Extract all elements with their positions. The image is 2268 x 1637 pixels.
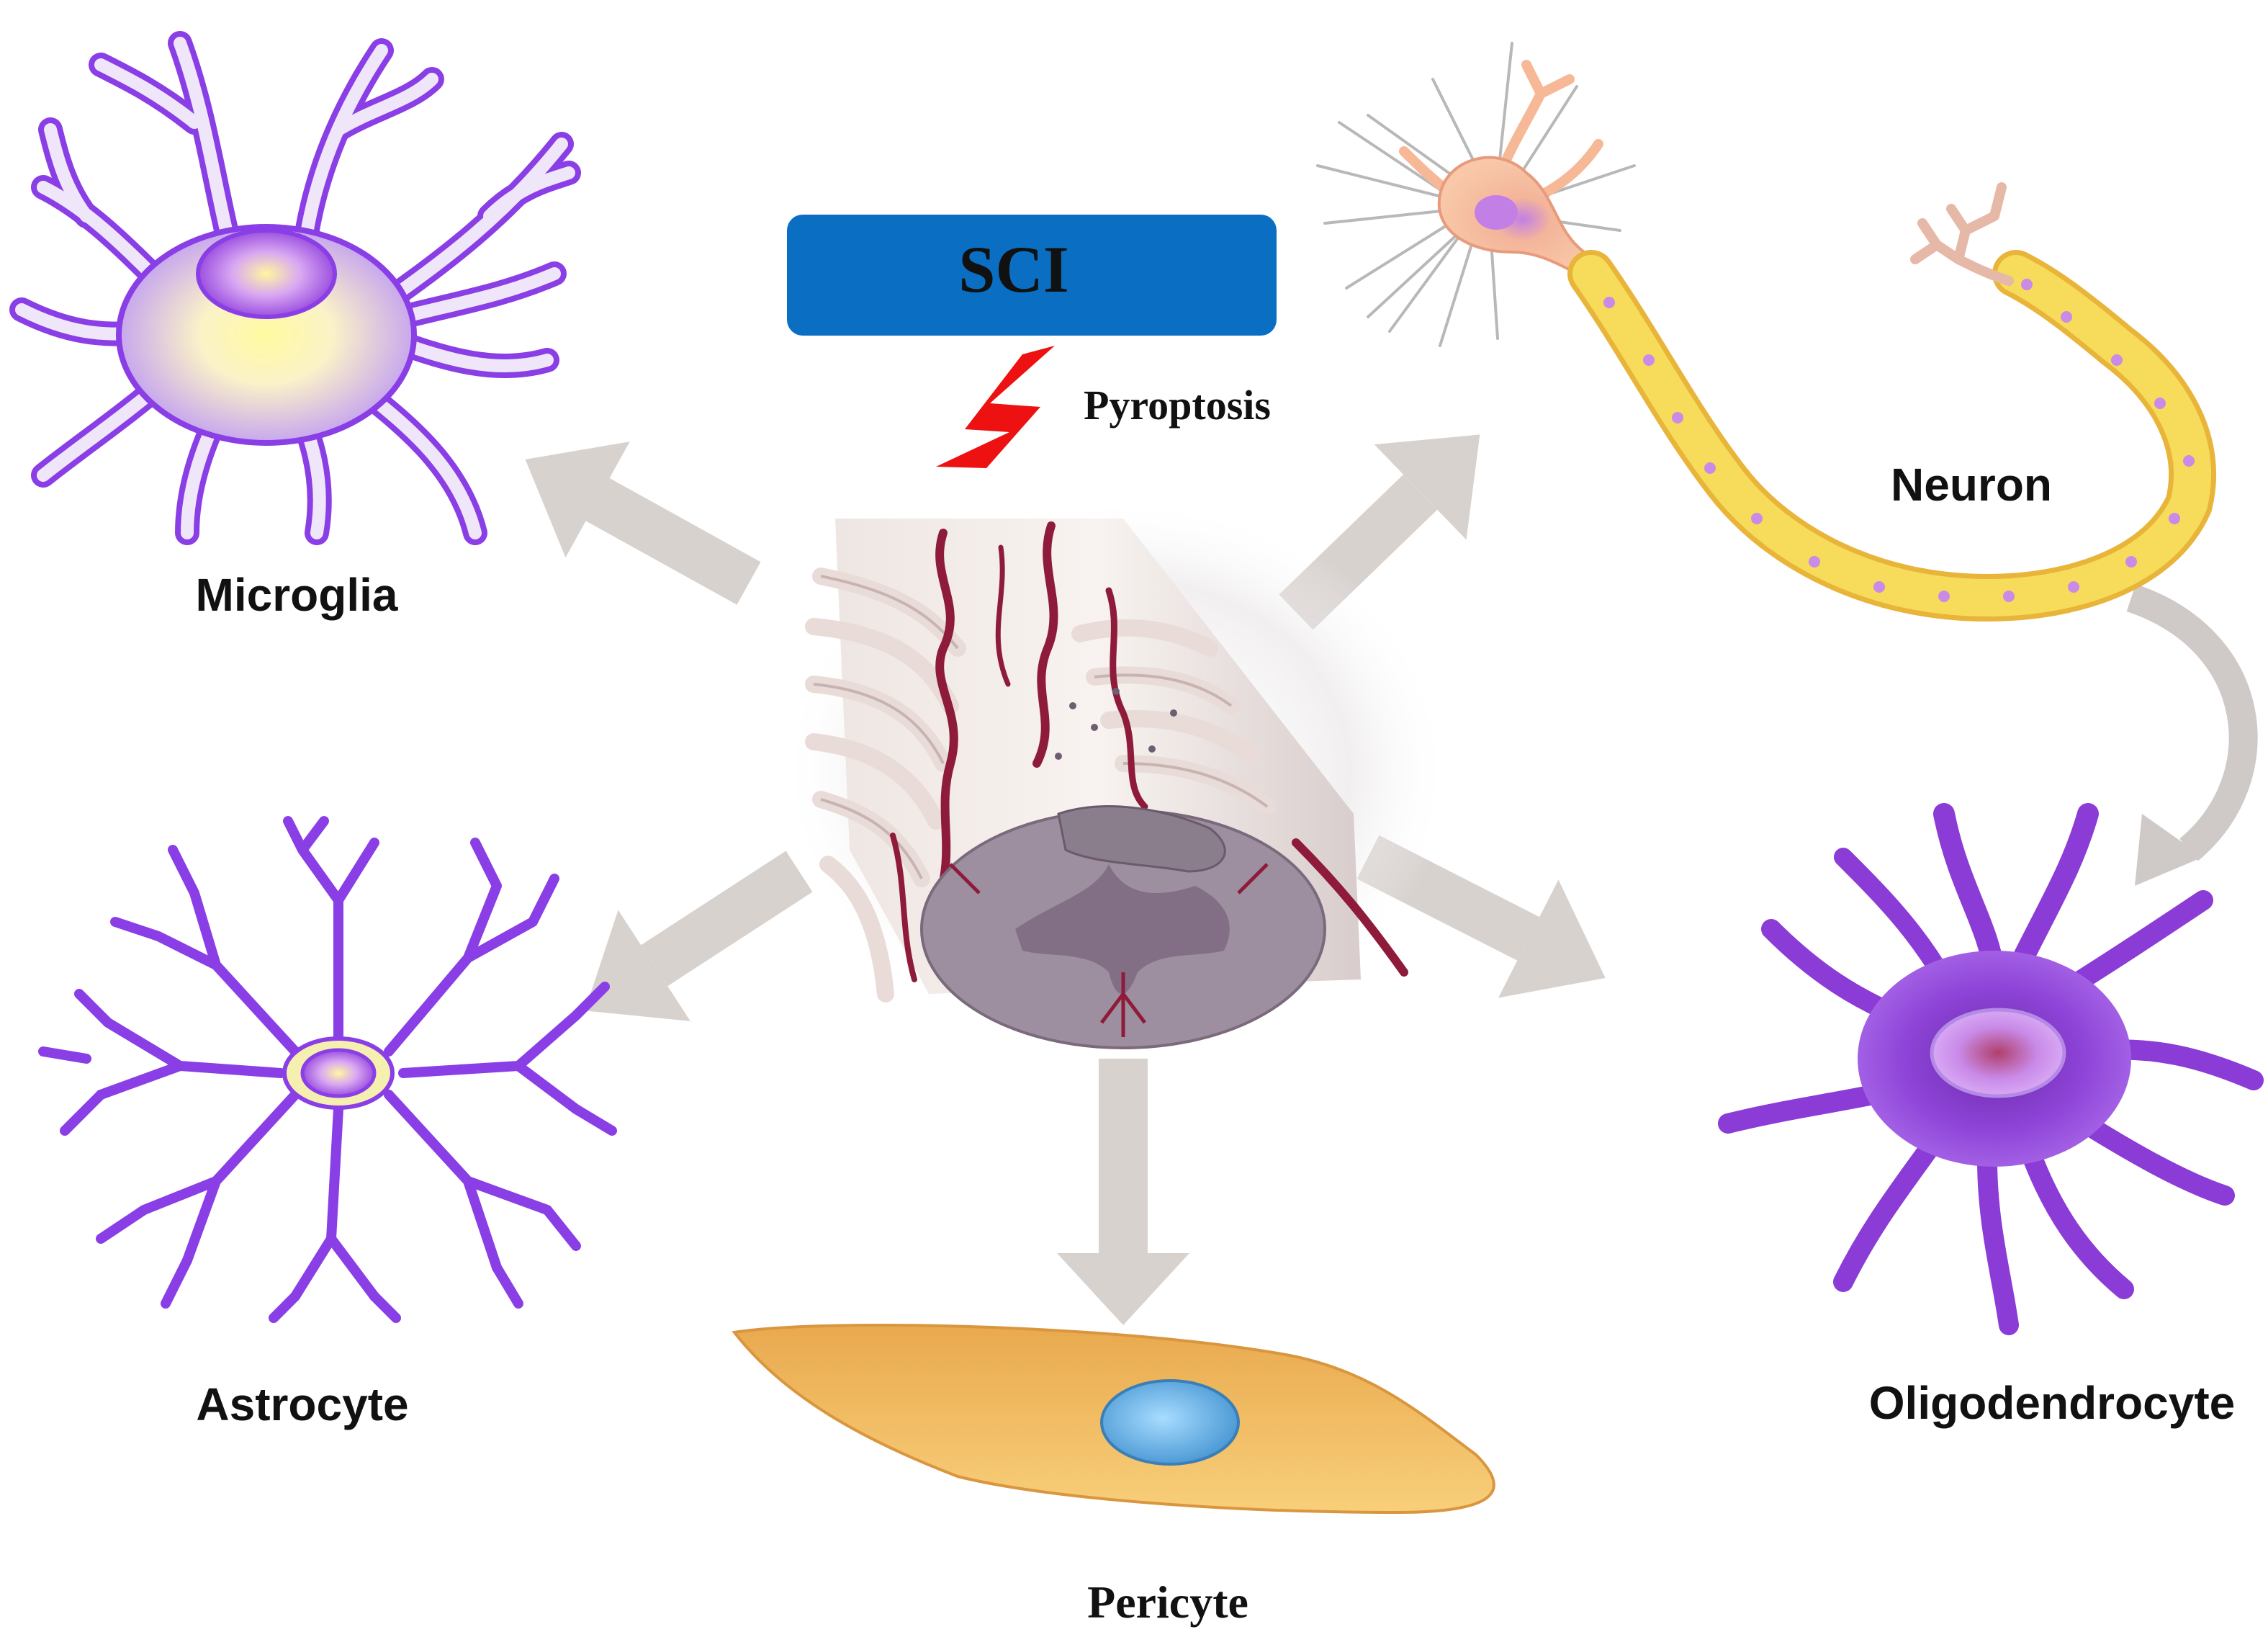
sci-title: SCI <box>958 233 1068 306</box>
microglia-label: Microglia <box>196 569 398 621</box>
oligodendrocyte-cell <box>1718 803 2264 1335</box>
oligodendrocyte-nucleus <box>1930 1008 2066 1098</box>
myelin-sheath <box>1567 250 2217 622</box>
astrocyte-label: Astrocyte <box>196 1378 408 1430</box>
axon-terminal <box>1910 182 2014 286</box>
microglia-nucleus <box>196 228 337 319</box>
sci-banner: SCI <box>787 215 1277 336</box>
pericyte-label: Pericyte <box>1087 1577 1248 1628</box>
arrow-to-astrocyte <box>585 851 813 1021</box>
microglia-cell <box>9 31 581 545</box>
astrocyte-cell <box>38 816 617 1323</box>
neuron-label: Neuron <box>1891 459 2052 511</box>
pericyte-cell <box>732 1324 1495 1515</box>
arrow-to-pericyte <box>1057 1059 1189 1325</box>
oligodendrocyte-label: Oligodendrocyte <box>1869 1377 2236 1429</box>
pyroptosis-label: Pyroptosis <box>1084 382 1271 429</box>
neuron-cell <box>1316 42 2217 622</box>
neuron-nucleus <box>1475 195 1518 230</box>
spinal-cord-illustration <box>781 497 1451 1049</box>
lightning-bolt-icon <box>936 346 1055 468</box>
astrocyte-nucleus <box>300 1048 377 1098</box>
arrow-neuron-to-oligodendrocyte <box>2126 584 2258 886</box>
pericyte-nucleus <box>1100 1379 1240 1466</box>
blood-vessels <box>890 521 1408 982</box>
arrow-to-microglia <box>525 441 761 605</box>
